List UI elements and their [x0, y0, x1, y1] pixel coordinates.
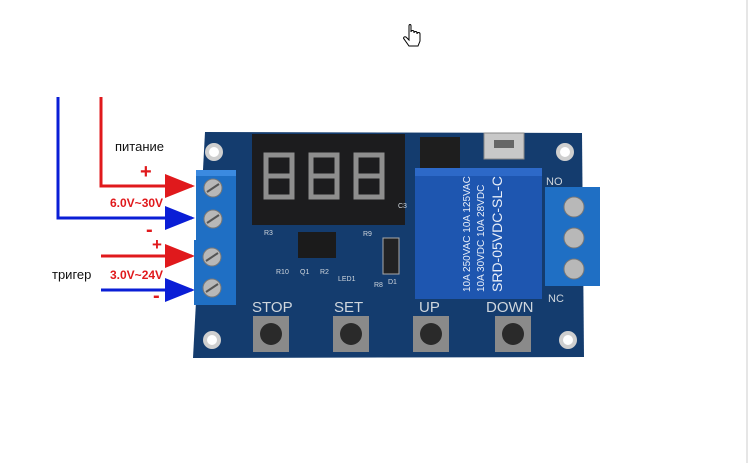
power-positive-wire — [99, 97, 195, 198]
power-voltage-label: 6.0V~30V — [110, 196, 163, 210]
micro-usb-port — [483, 132, 525, 160]
relay: 10A 250VAC 10A 125VAC 10A 30VDC 10A 28VD… — [415, 168, 542, 299]
button-label-stop: STOP — [252, 299, 293, 316]
hand-cursor-icon — [403, 24, 421, 47]
relay-rating-line-2: 10A 30VDC 10A 28VDC — [476, 185, 487, 292]
silkscreen-labels: R3 R9 R10 Q1 R2 LED1 R8 D1 C3 NO NC — [264, 176, 564, 305]
trigger-label: тригер — [52, 267, 91, 282]
svg-text:R9: R9 — [363, 231, 372, 238]
trigger-plus-sign: + — [152, 235, 162, 254]
relay-rating-line-1: 10A 250VAC 10A 125VAC — [462, 176, 473, 292]
power-minus-sign: - — [146, 219, 153, 241]
svg-text:Q1: Q1 — [300, 269, 309, 276]
relay-model: SRD-05VDC-SL-C — [489, 176, 505, 292]
svg-text:NC: NC — [548, 293, 564, 305]
page-edge — [746, 0, 748, 463]
tact-button-set[interactable] — [333, 316, 369, 352]
tact-button-stop[interactable] — [253, 316, 289, 352]
trigger-voltage-label: 3.0V~24V — [110, 268, 163, 282]
svg-text:NO: NO — [546, 176, 563, 188]
optocoupler — [298, 232, 336, 258]
svg-text:R2: R2 — [320, 269, 329, 276]
trigger-minus-sign: - — [153, 285, 160, 307]
power-label: питание — [115, 139, 164, 154]
button-label-set: SET — [334, 299, 363, 316]
trigger-terminal-block — [194, 240, 236, 305]
power-plus-sign: + — [140, 161, 152, 183]
tact-button-down[interactable] — [495, 316, 531, 352]
seven-segment-display — [252, 134, 405, 225]
svg-text:D1: D1 — [388, 279, 397, 286]
svg-text:C3: C3 — [398, 203, 407, 210]
relay-output-terminal — [545, 187, 600, 286]
svg-text:R8: R8 — [374, 282, 383, 289]
tact-button-up[interactable] — [413, 316, 449, 352]
power-terminal-block — [196, 170, 236, 240]
voltage-regulator — [420, 137, 460, 169]
button-label-down: DOWN — [486, 299, 534, 316]
power-negative-wire — [56, 97, 195, 230]
svg-text:LED1: LED1 — [338, 276, 356, 283]
svg-text:R3: R3 — [264, 230, 273, 237]
button-label-up: UP — [419, 299, 440, 316]
mounting-holes — [203, 143, 577, 349]
svg-text:R10: R10 — [276, 269, 289, 276]
diode-d1 — [382, 237, 400, 275]
